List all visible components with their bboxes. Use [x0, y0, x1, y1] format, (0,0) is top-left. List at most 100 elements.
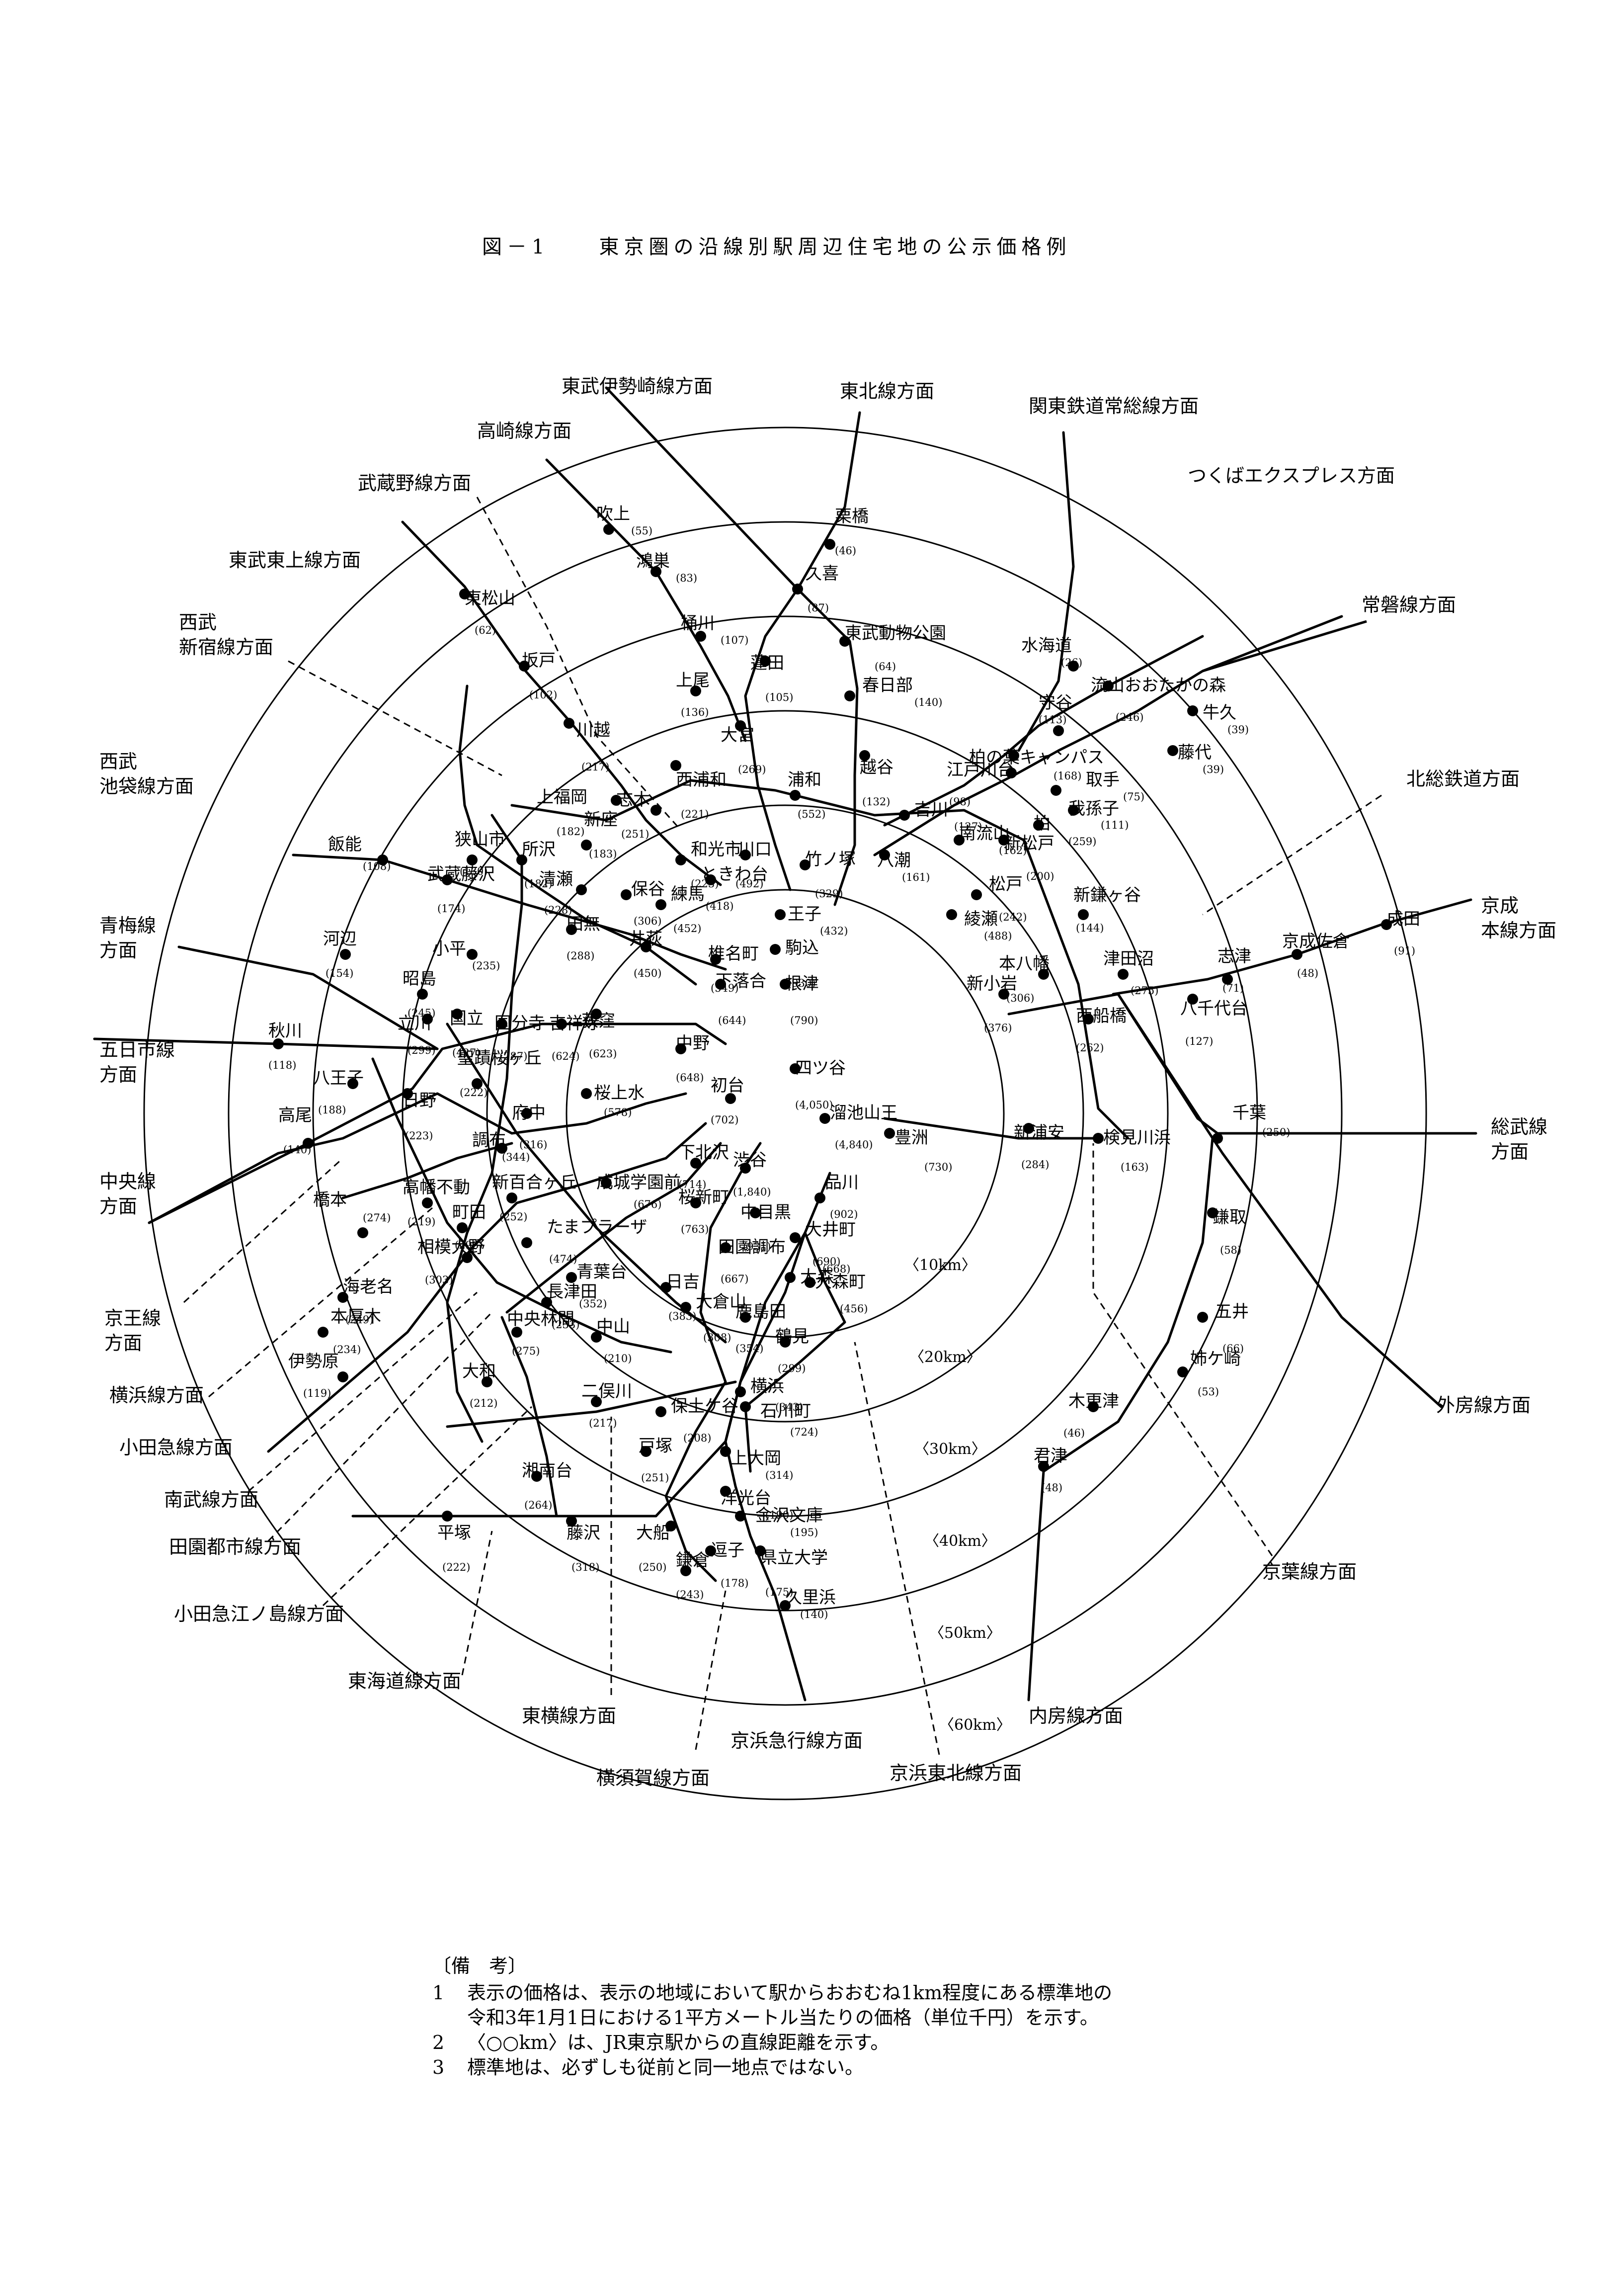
station-name: 和光市: [691, 840, 741, 859]
station-price: (287): [499, 1050, 527, 1062]
railway-lines: [93, 386, 1477, 1701]
station-name: 志津: [1217, 946, 1251, 966]
station-dot: [1051, 785, 1061, 796]
station: 京成佐倉(48): [1282, 932, 1350, 979]
ring-30km: [402, 710, 1169, 1517]
station-name: 川越: [576, 720, 610, 740]
station: 田園調布(667): [718, 1237, 786, 1285]
station: 久里浜(140): [780, 1588, 836, 1620]
station-price: (249): [345, 1314, 373, 1326]
station-dot: [467, 949, 478, 960]
station-price: (140): [800, 1609, 828, 1620]
station-dot: [1083, 1014, 1094, 1024]
station-name: 駒込: [785, 938, 819, 958]
dash-denentoshi: [267, 1311, 493, 1542]
ring-40km: [312, 615, 1258, 1612]
station: たまプラーザ(474): [521, 1217, 647, 1265]
station-dot: [675, 1043, 686, 1054]
station-dot: [581, 840, 592, 850]
direction-label: 方面: [1491, 1141, 1529, 1163]
notes-heading: 〔備 考〕: [432, 1955, 527, 1977]
station: 千葉(250): [1212, 1103, 1290, 1144]
station: 我孫子(111): [1068, 799, 1129, 831]
station: 八王子(188): [313, 1068, 364, 1116]
station: 川口(492): [735, 840, 772, 890]
stations: 栗橋(46)久喜(87)吹上(55)鴻巣(83)桶川(107)東武動物公園(64…: [268, 504, 1420, 1620]
station-price: (299): [407, 1044, 435, 1056]
station: 青葉台(352): [566, 1262, 627, 1310]
station-price: (383): [668, 1310, 696, 1322]
station-dot: [735, 1386, 746, 1397]
station-name: 蓮田: [750, 653, 784, 673]
station-name: 国分寺: [494, 1014, 545, 1033]
station: 橋本(274): [313, 1190, 391, 1238]
station-name: 鎌取: [1213, 1207, 1246, 1227]
direction-label: 横浜線方面: [109, 1384, 204, 1406]
line-keiyo: [883, 1117, 1100, 1140]
station-dot: [496, 1143, 507, 1154]
line-tobu-isesaki: [605, 386, 859, 906]
station-price: (26): [1061, 657, 1082, 669]
station-price: (578): [604, 1106, 632, 1118]
station-dot: [650, 566, 661, 577]
station-price: (299): [778, 1362, 806, 1374]
station: 調布(344): [472, 1130, 530, 1163]
station: 五井(66): [1197, 1302, 1249, 1355]
direction-label: 武蔵野線方面: [358, 472, 471, 494]
station-name: 君津: [1034, 1446, 1067, 1466]
station-name: たまプラーザ: [547, 1217, 647, 1237]
station-dot: [347, 1078, 358, 1089]
note-text: 表示の価格は、表示の地域において駅からおおむね1km程度にある標準地の令和3年1…: [467, 1980, 1112, 2030]
ring-labels: 〈10km〉〈20km〉〈30km〉〈40km〉〈50km〉〈60km〉: [904, 1257, 1011, 1734]
station: 二俣川(217): [581, 1381, 632, 1429]
station-dot: [844, 690, 855, 701]
direction-label: 東武東上線方面: [229, 549, 361, 571]
station-dot: [1053, 725, 1064, 736]
station-price: (208): [683, 1432, 711, 1444]
station-name: 秋川: [268, 1021, 302, 1041]
station-price: (714): [678, 1179, 706, 1191]
station-dot: [591, 1396, 602, 1407]
station-price: (235): [472, 960, 500, 972]
station-price: (902): [830, 1208, 858, 1220]
station-name: 綾瀬: [964, 909, 998, 929]
station-name: 所沢: [522, 840, 556, 859]
station-price: (343): [775, 1401, 803, 1413]
direction-label: 京王線: [104, 1307, 161, 1329]
station-name: 大宮: [721, 725, 754, 745]
station-dot: [665, 1521, 676, 1531]
station: 洋光台(190): [720, 1486, 793, 1521]
station: 高幡不動(219): [403, 1178, 470, 1228]
station-price: (492): [735, 878, 763, 890]
note-line: 〈○○km〉は、JR東京駅からの直線距離を示す。: [467, 2032, 890, 2053]
station-price: (64): [875, 661, 896, 673]
station: 新座(183): [581, 810, 618, 860]
direction-label: 方面: [99, 1064, 137, 1086]
station-price: (352): [579, 1298, 607, 1310]
line-tobu-tojo: [401, 520, 722, 886]
station-dot: [1292, 949, 1302, 960]
station-dot: [655, 899, 666, 910]
station: 日野(223): [402, 1088, 436, 1142]
station-price: (55): [631, 525, 652, 537]
station-dot: [467, 854, 478, 865]
station: 保土ケ谷(208): [655, 1396, 738, 1444]
station-price: (48): [1041, 1482, 1062, 1494]
station-name: 成城学園前: [596, 1173, 681, 1192]
station-dot: [735, 720, 746, 731]
station-name: 栗橋: [835, 507, 869, 526]
station-price: (46): [835, 545, 856, 557]
station-dot: [1078, 909, 1089, 920]
direction-label: 東北線方面: [840, 380, 934, 402]
direction-label: 内房線方面: [1029, 1705, 1123, 1727]
station-dot: [954, 835, 965, 846]
station-price: (234): [333, 1344, 361, 1356]
station-name: 姉ケ崎: [1190, 1349, 1241, 1369]
station: 国立(427): [450, 1009, 484, 1059]
station-name: 海老名: [343, 1277, 394, 1297]
station-price: (62): [475, 624, 496, 636]
station-price: (644): [718, 1015, 746, 1026]
station-name: 坂戸: [522, 651, 556, 671]
station: 練馬(452): [655, 884, 705, 935]
